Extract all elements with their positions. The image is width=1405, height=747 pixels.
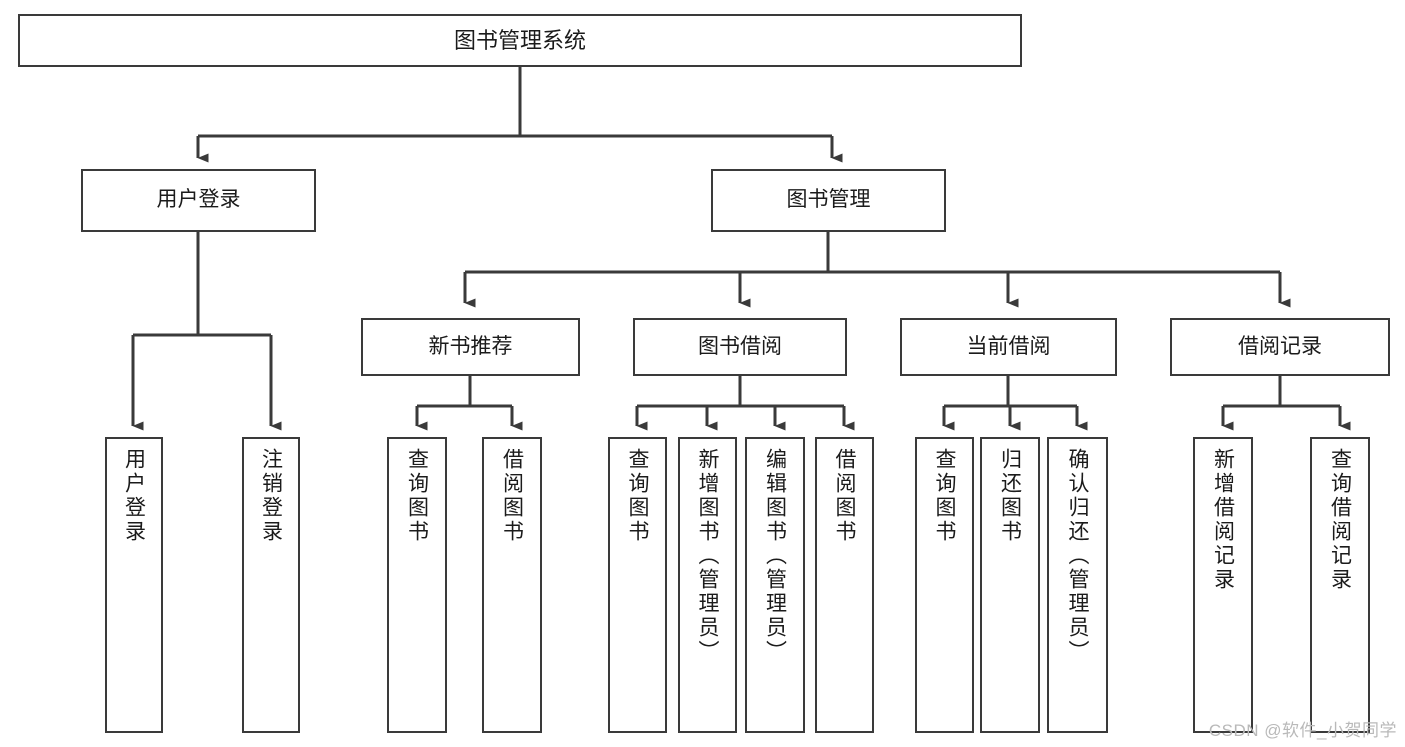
node-book-borrow[interactable]: 图书借阅 (633, 318, 847, 376)
node-label: 用户登录 (156, 188, 241, 212)
leaf-add-borrow-record[interactable]: 新增借阅记录 (1193, 437, 1253, 733)
node-label: 用户登录 (122, 448, 146, 544)
node-root-system[interactable]: 图书管理系统 (18, 14, 1022, 67)
node-label: 确认归还（管理员） (1066, 448, 1089, 664)
node-label: 图书管理系统 (453, 27, 586, 53)
node-label: 图书借阅 (698, 334, 782, 358)
leaf-search-book-borrow[interactable]: 查询图书 (608, 437, 667, 733)
node-label: 注销登录 (259, 448, 283, 544)
node-label: 借阅记录 (1238, 334, 1322, 358)
node-label: 查询借阅记录 (1328, 448, 1352, 592)
node-user-login[interactable]: 用户登录 (81, 169, 316, 232)
leaf-user-login[interactable]: 用户登录 (105, 437, 163, 733)
node-label: 查询图书 (405, 448, 429, 544)
node-label: 当前借阅 (966, 334, 1051, 358)
node-label: 查询图书 (626, 448, 649, 544)
node-label: 借阅图书 (500, 448, 524, 544)
node-book-management[interactable]: 图书管理 (711, 169, 946, 232)
node-new-book-recommend[interactable]: 新书推荐 (361, 318, 580, 376)
node-label: 新书推荐 (428, 334, 513, 358)
node-label: 图书管理 (786, 188, 871, 212)
node-current-borrow[interactable]: 当前借阅 (900, 318, 1117, 376)
node-label: 归还图书 (998, 448, 1022, 544)
leaf-confirm-return-admin[interactable]: 确认归还（管理员） (1047, 437, 1108, 733)
leaf-search-book-recommend[interactable]: 查询图书 (387, 437, 447, 733)
leaf-borrow-book[interactable]: 借阅图书 (815, 437, 874, 733)
leaf-logout[interactable]: 注销登录 (242, 437, 300, 733)
leaf-search-book-current[interactable]: 查询图书 (915, 437, 974, 733)
node-label: 编辑图书（管理员） (763, 448, 787, 664)
node-label: 新增借阅记录 (1211, 448, 1235, 592)
node-borrow-records[interactable]: 借阅记录 (1170, 318, 1390, 376)
node-label: 借阅图书 (833, 448, 856, 544)
leaf-add-book-admin[interactable]: 新增图书（管理员） (678, 437, 737, 733)
leaf-borrow-book-recommend[interactable]: 借阅图书 (482, 437, 542, 733)
leaf-edit-book-admin[interactable]: 编辑图书（管理员） (745, 437, 805, 733)
node-label: 查询图书 (933, 448, 956, 544)
node-label: 新增图书（管理员） (696, 448, 719, 664)
leaf-search-borrow-record[interactable]: 查询借阅记录 (1310, 437, 1370, 733)
leaf-return-book[interactable]: 归还图书 (980, 437, 1040, 733)
